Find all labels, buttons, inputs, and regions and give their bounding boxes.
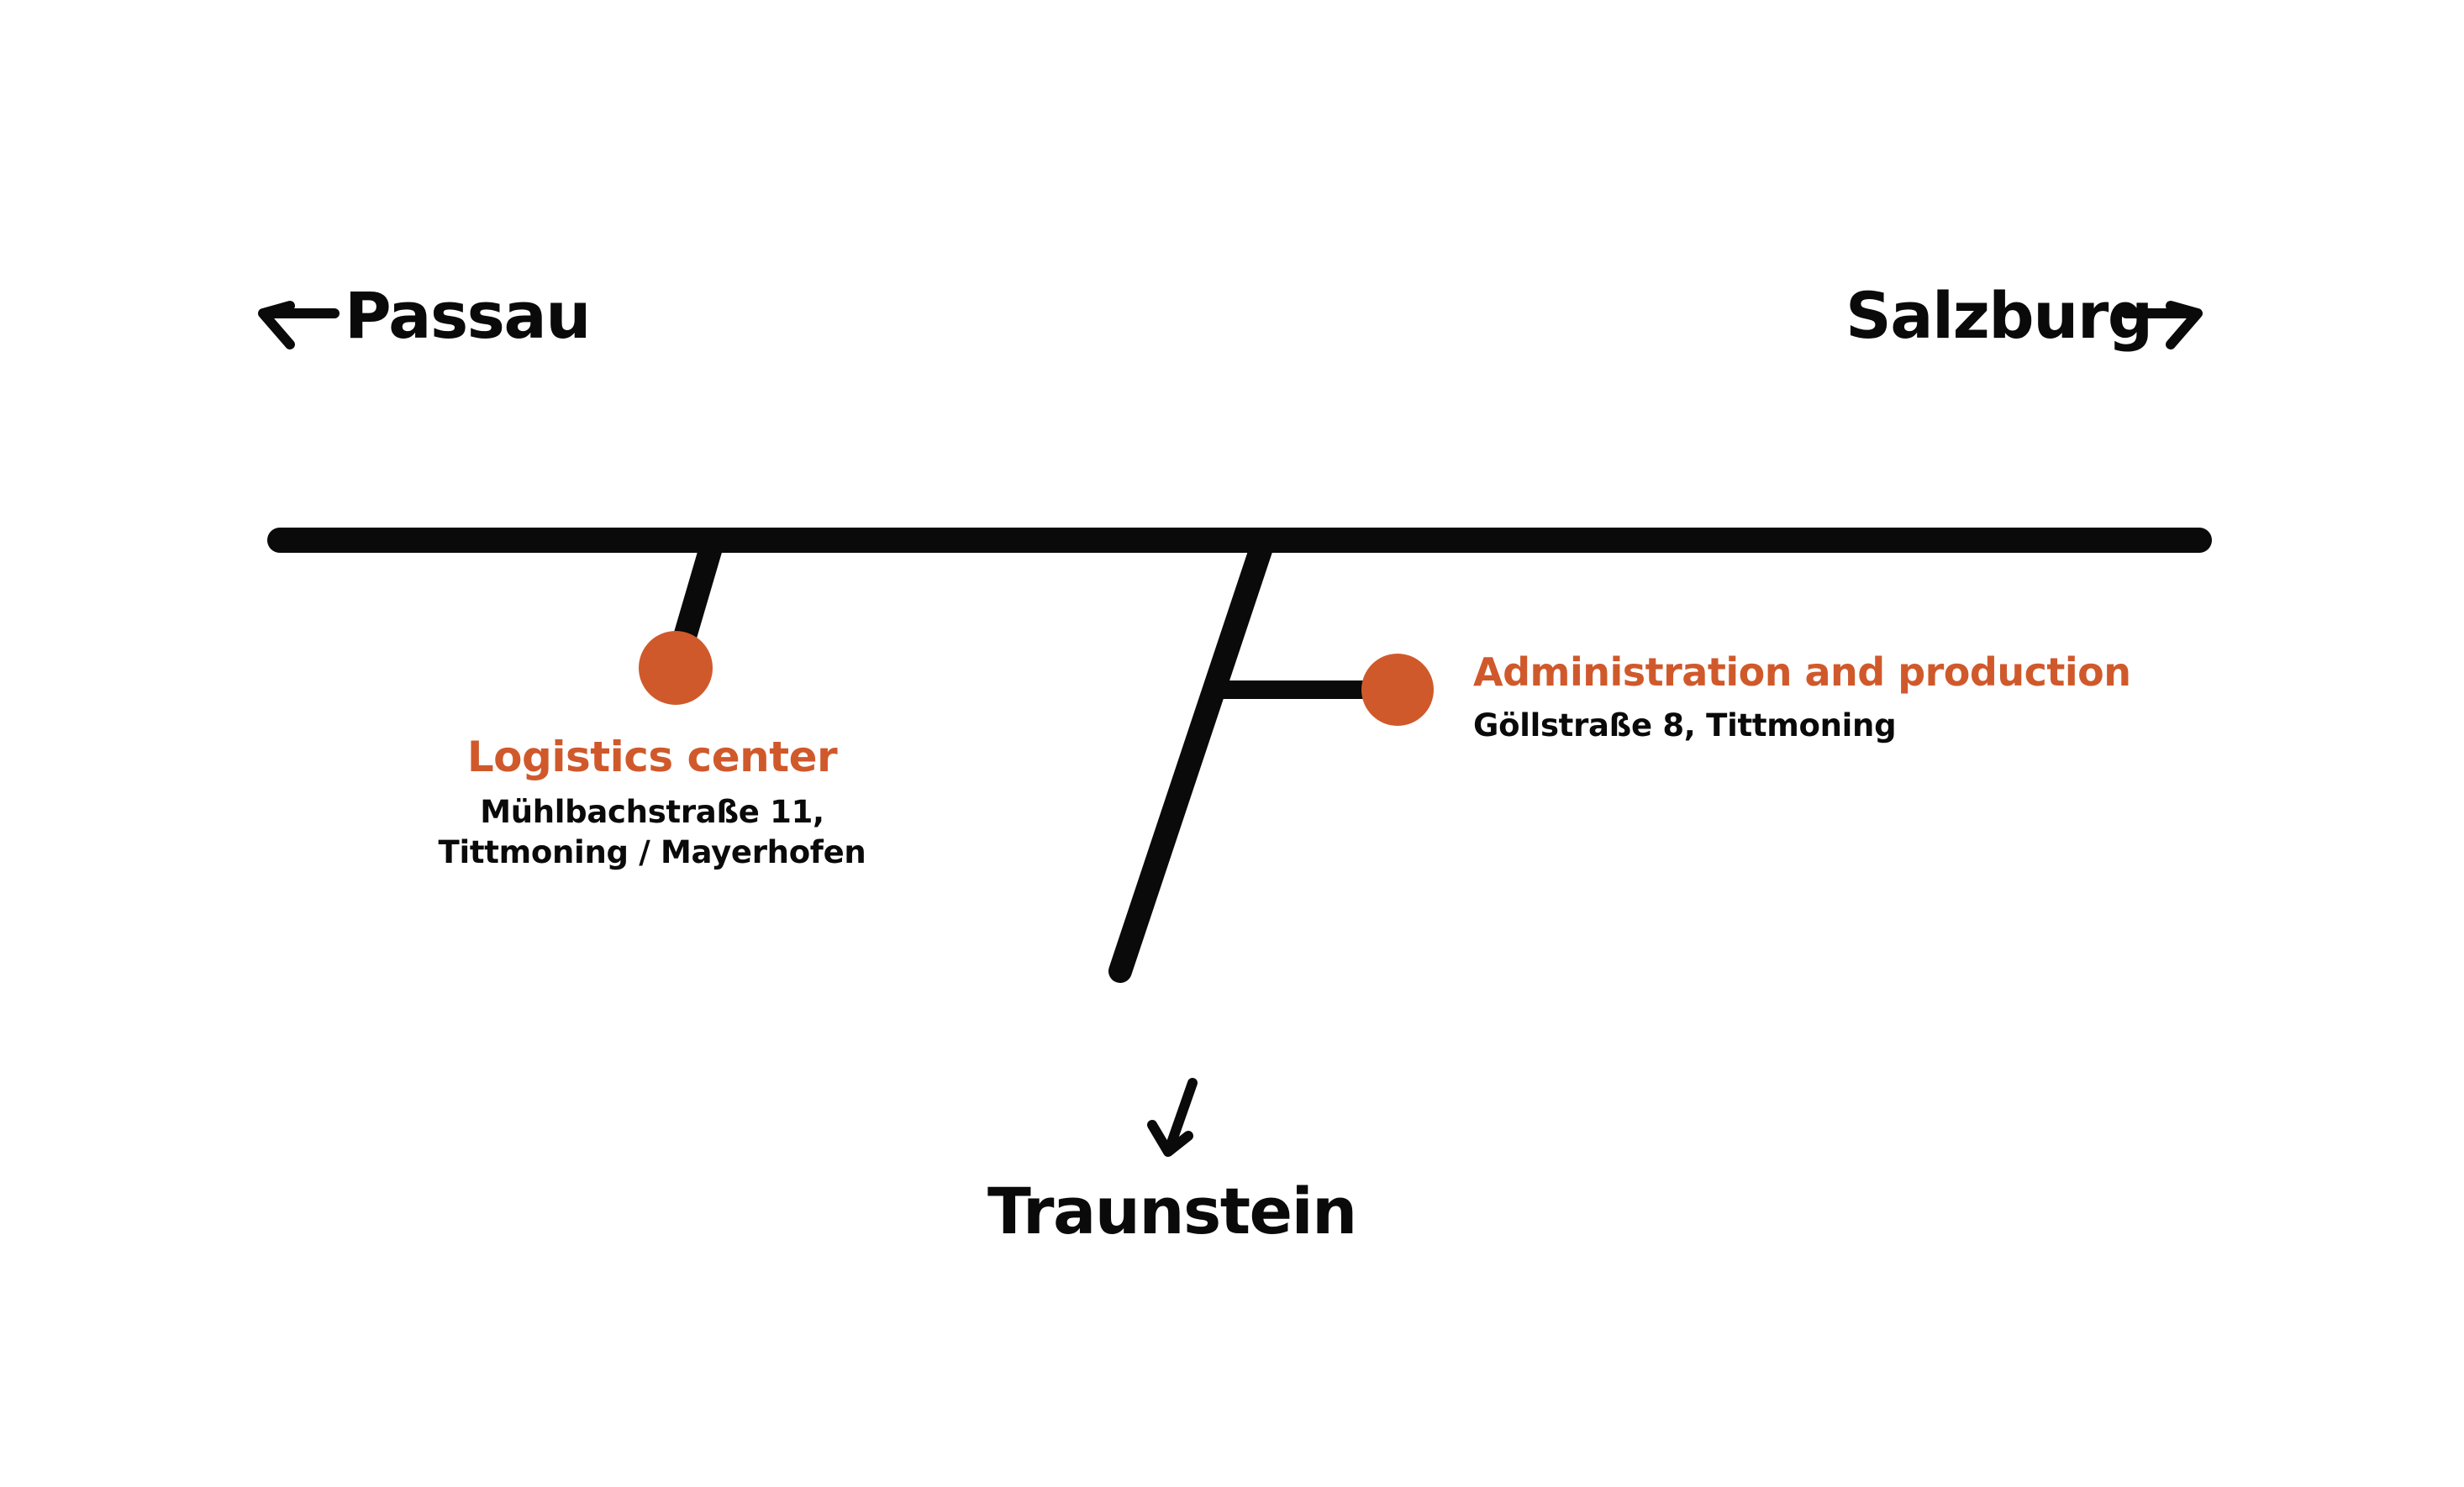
administration-location-block: Administration and production Göllstraße… [1473, 649, 2131, 746]
passau-city-label: Passau [345, 278, 591, 353]
logistics-location-block: Logistics center Mühlbachstraße 11, Titt… [358, 731, 946, 874]
logistics-title: Logistics center [466, 733, 838, 781]
traunstein-branch-line [1108, 536, 1273, 983]
logistics-branch-line [671, 544, 723, 649]
salzburg-city-label: Salzburg [1845, 278, 2153, 353]
administration-title: Administration and production [1473, 649, 2131, 695]
administration-marker-dot [1361, 654, 1434, 726]
traunstein-city-label: Traunstein [987, 1174, 1357, 1248]
arrow-right-icon [2121, 301, 2203, 349]
administration-address: Göllstraße 8, Tittmoning [1473, 707, 1897, 744]
logistics-marker-dot [639, 631, 713, 705]
arrow-down-left-icon [1147, 1078, 1198, 1157]
arrow-left-icon [258, 301, 340, 349]
logistics-address-line-1: Mühlbachstraße 11, [480, 793, 824, 830]
logistics-address-line-2: Tittmoning / Mayerhofen [438, 834, 866, 871]
